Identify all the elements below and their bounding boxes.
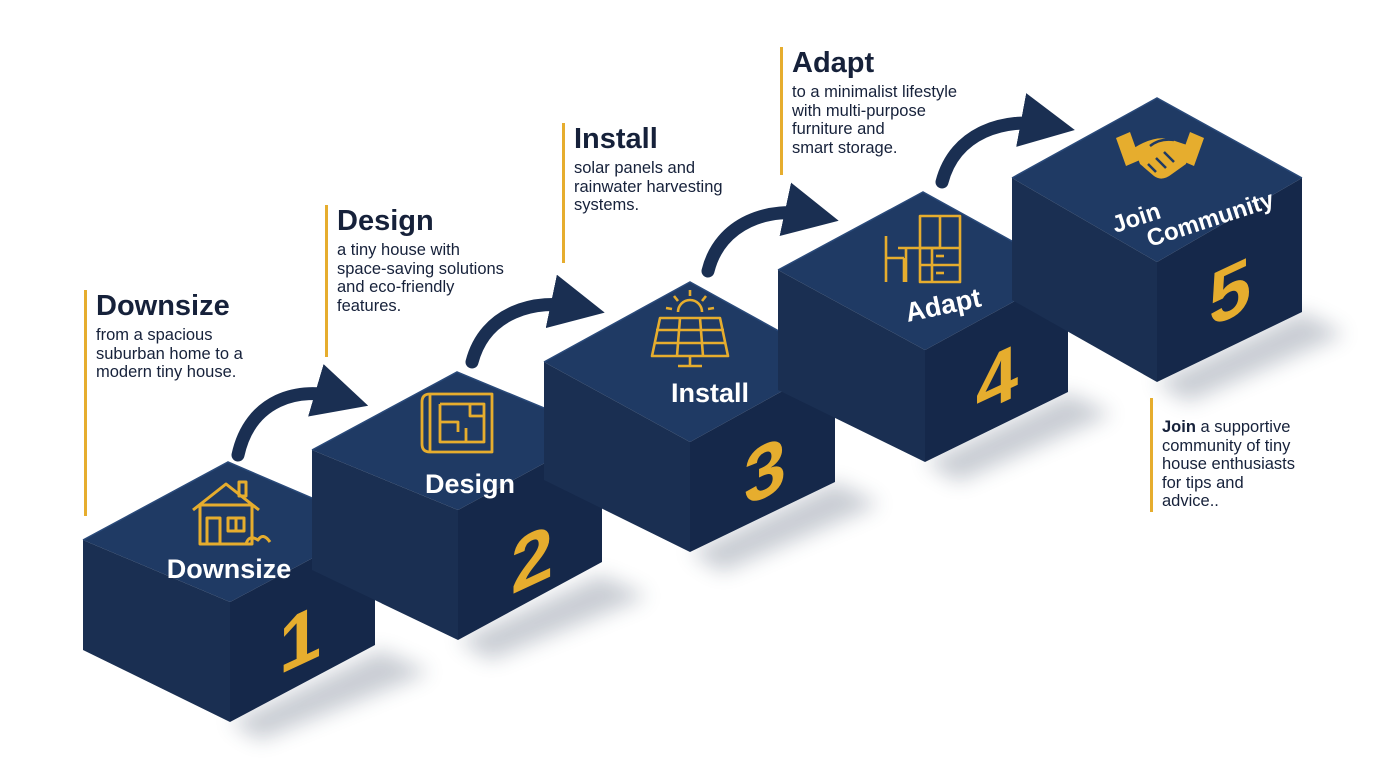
step-cube-4: Adapt 4	[777, 191, 1069, 462]
accent-bar	[780, 47, 783, 175]
arrow-2-to-3	[465, 274, 605, 369]
step-face-label: Install	[671, 378, 749, 408]
cube-left-face	[83, 540, 230, 722]
step-number: 1	[279, 587, 321, 691]
arrow-1-to-2	[231, 364, 369, 462]
step-cube-3: Install 3	[543, 281, 836, 552]
desc-line: a supportive	[1195, 418, 1291, 436]
desc-line: community of tiny	[1162, 436, 1291, 455]
desc-line: advice..	[1162, 492, 1219, 510]
desc-line: modern tiny house.	[96, 363, 237, 381]
step-description: Join a supportive community of tiny hous…	[1162, 418, 1295, 511]
blueprint-icon	[420, 392, 494, 454]
step-4-description: Adapt to a minimalist lifestyle with mul…	[780, 47, 990, 175]
step-heading: Join	[1162, 418, 1196, 436]
handshake-icon	[1116, 132, 1204, 179]
desc-line: for tips and	[1162, 473, 1244, 492]
step-heading: Design	[337, 205, 434, 237]
desc-line: with multi-purpose	[792, 101, 926, 120]
cube-right-face	[690, 362, 835, 552]
step-cube-5: Join Community 5	[1011, 97, 1303, 382]
desc-line: to a minimalist lifestyle	[792, 83, 958, 101]
desc-line: from a spacious	[96, 326, 213, 344]
step-number: 4	[976, 327, 1019, 431]
step-5-description: Join a supportive community of tiny hous…	[1150, 398, 1330, 512]
step-heading: Adapt	[792, 47, 875, 79]
furniture-icon	[884, 214, 962, 284]
desc-line: furniture and	[792, 120, 885, 138]
step-number: 2	[511, 507, 553, 611]
accent-bar	[84, 290, 87, 516]
arrows	[231, 93, 1075, 462]
desc-line: solar panels and	[574, 159, 696, 177]
desc-line: and eco-friendly	[337, 278, 455, 296]
cube-left-face	[312, 450, 458, 640]
step-description: from a spacious suburban home to a moder…	[96, 326, 243, 382]
step-description: solar panels and rainwater harvesting sy…	[574, 159, 723, 215]
desc-line: rainwater harvesting	[574, 177, 723, 196]
cube-right-face	[1157, 178, 1302, 382]
step-1-description: Downsize from a spacious suburban home t…	[84, 290, 284, 516]
step-number: 3	[744, 419, 786, 523]
desc-line: features.	[337, 296, 402, 315]
accent-bar	[1150, 398, 1153, 512]
desc-line: space-saving solutions	[337, 259, 504, 278]
step-description: a tiny house with space-saving solutions…	[337, 241, 504, 315]
desc-line: a tiny house with	[337, 241, 460, 259]
step-heading: Install	[574, 123, 658, 155]
step-cube-1: Downsize 1	[82, 461, 376, 722]
cube-left-face	[544, 362, 690, 552]
desc-line: house enthusiasts	[1162, 455, 1296, 473]
step-description: to a minimalist lifestyle with multi-pur…	[792, 83, 957, 157]
cube-left-face	[1012, 178, 1157, 382]
arrow-4-to-5	[935, 93, 1075, 189]
step-face-label: Downsize	[167, 554, 292, 584]
cube-top-face	[1012, 98, 1302, 262]
house-icon	[192, 480, 272, 546]
accent-bar	[325, 205, 328, 357]
cube-left-face	[778, 270, 925, 462]
step-3-description: Install solar panels and rainwater harve…	[562, 123, 762, 263]
desc-first-line: Join a supportive	[1162, 418, 1295, 437]
solar-panel-icon	[650, 290, 730, 368]
desc-line: systems.	[574, 196, 640, 214]
step-2-description: Design a tiny house with space-saving so…	[325, 205, 545, 357]
step-face-label: Design	[425, 469, 515, 499]
cube-shadows	[230, 312, 1345, 740]
desc-line: suburban home to a	[96, 344, 243, 363]
accent-bar	[562, 123, 565, 263]
step-heading: Downsize	[96, 290, 230, 322]
step-number: 5	[1209, 240, 1251, 344]
desc-line: smart storage.	[792, 138, 898, 157]
arrow-3-to-4	[701, 182, 839, 278]
cube-right-face	[925, 272, 1068, 462]
